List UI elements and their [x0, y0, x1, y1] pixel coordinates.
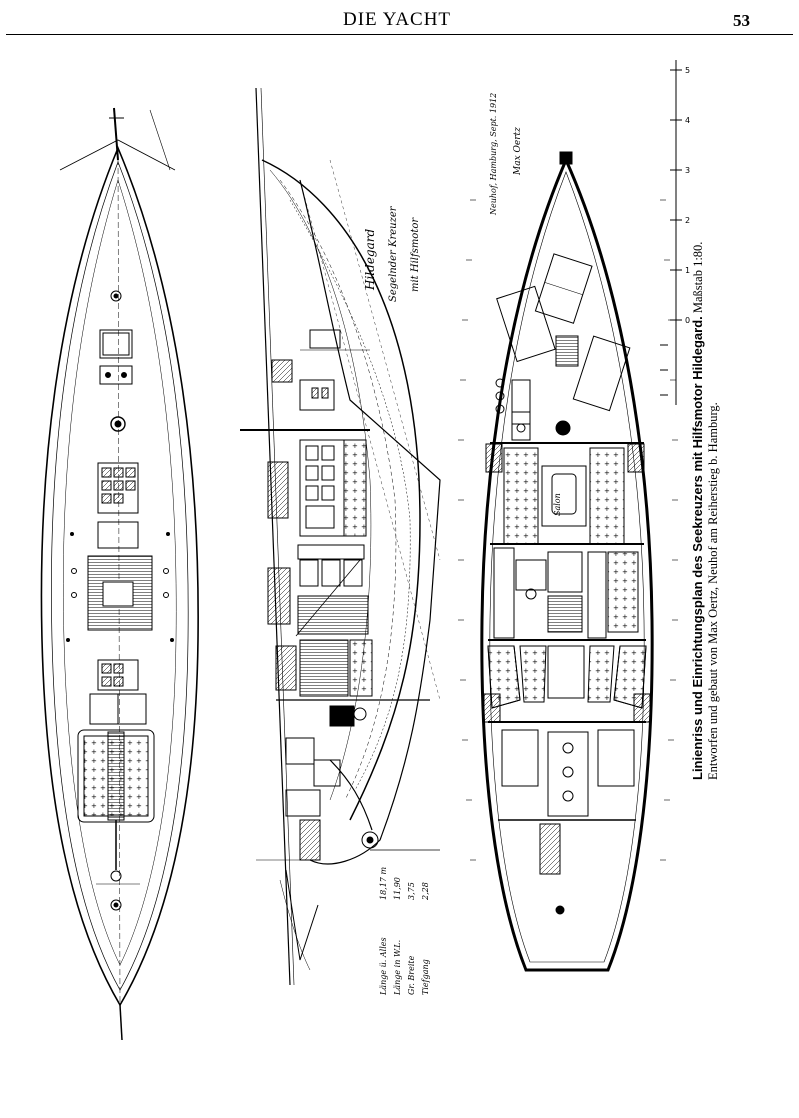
scale-bar-labels: 5 4 3 2 1 0: [685, 66, 690, 325]
scale-bar: [660, 60, 682, 405]
dimension-value: 18,17 m: [379, 867, 388, 900]
caption-credit: Entworfen und gebaut von Max Oertz, Neuh…: [706, 402, 720, 780]
page-number: 53: [733, 11, 750, 30]
caption-title: Linienriss und Einrichtungsplan des Seek…: [690, 316, 705, 780]
dimension-value: 3,75: [407, 882, 416, 900]
salon-label: Salon: [553, 493, 562, 516]
yacht-motor-label: mit Hilfsmotor: [410, 217, 421, 292]
dimension-label: Tiefgang: [421, 959, 430, 995]
scale-tick-label: 4: [685, 116, 690, 125]
yacht-name-label: Hildegard: [363, 229, 377, 291]
designer-signature: Max Oertz: [513, 127, 523, 176]
dimension-label: Gr. Breite: [407, 955, 416, 995]
accommodation-plan: [458, 151, 678, 972]
caption-line-1: Linienriss und Einrichtungsplan des Seek…: [690, 80, 706, 780]
drawing-handwriting: Hildegard Segelnder Kreuzer mit Hilfsmot…: [363, 93, 562, 996]
scale-tick-label: 1: [685, 266, 690, 275]
scale-tick-label: 5: [685, 66, 690, 75]
profile-plan: [240, 87, 441, 986]
caption-scale: Maßstab 1:80.: [691, 241, 705, 314]
scale-tick-label: 3: [685, 166, 690, 175]
scale-tick-label: 0: [685, 316, 690, 325]
dimension-value: 11,90: [393, 877, 402, 900]
scale-tick-label: 2: [685, 216, 690, 225]
dimension-value: 2,28: [421, 882, 430, 901]
deck-plan: [40, 107, 199, 1041]
header-rule: [6, 34, 793, 35]
yacht-type-label: Segelnder Kreuzer: [388, 205, 399, 302]
plate-caption: Linienriss und Einrichtungsplan des Seek…: [690, 80, 730, 780]
dimension-label: Länge ü. Alles: [379, 937, 388, 996]
journal-title: DIE YACHT: [343, 9, 452, 30]
yard-note: Neuhof, Hamburg, Sept. 1912: [489, 93, 498, 216]
dimension-label: Länge in W.L.: [393, 940, 402, 996]
